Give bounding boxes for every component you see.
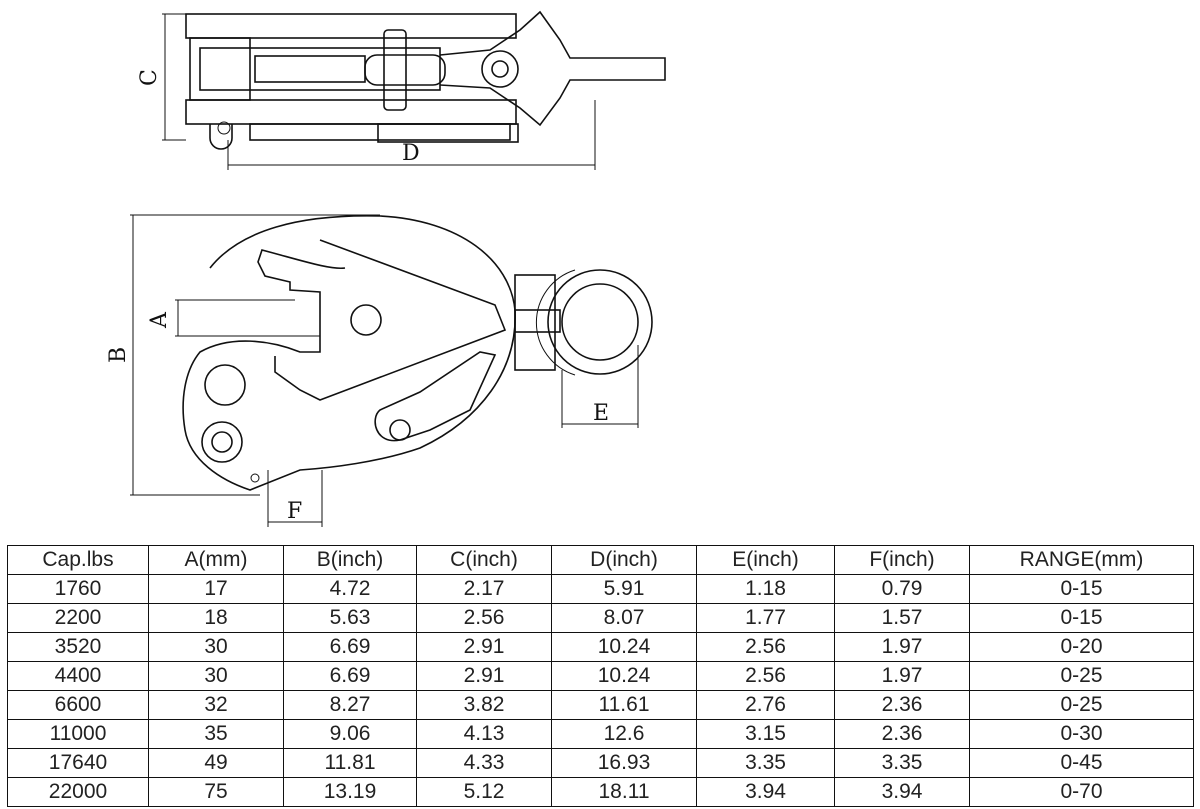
table-cell: 3.35 bbox=[696, 748, 835, 778]
table-cell: 0-25 bbox=[969, 661, 1194, 691]
table-cell: 5.12 bbox=[416, 777, 552, 807]
table-cell: 3.82 bbox=[416, 690, 552, 720]
table-cell: 2.56 bbox=[416, 603, 552, 633]
column-header: B(inch) bbox=[283, 545, 417, 575]
table-cell: 16.93 bbox=[551, 748, 697, 778]
side-view bbox=[130, 214, 653, 527]
table-cell: 5.91 bbox=[551, 574, 697, 604]
table-cell: 2.56 bbox=[696, 661, 835, 691]
table-cell: 8.27 bbox=[283, 690, 417, 720]
table-cell: 0-25 bbox=[969, 690, 1194, 720]
clamp-technical-drawing: C D A B E F bbox=[106, 10, 666, 527]
column-header: E(inch) bbox=[696, 545, 835, 575]
table-cell: 6600 bbox=[7, 690, 149, 720]
table-cell: 0.79 bbox=[834, 574, 970, 604]
dimension-label-a: A bbox=[147, 311, 172, 329]
table-cell: 13.19 bbox=[283, 777, 417, 807]
table-cell: 2.36 bbox=[834, 690, 970, 720]
table-cell: 17 bbox=[148, 574, 284, 604]
table-cell: 1.77 bbox=[696, 603, 835, 633]
table-cell: 10.24 bbox=[551, 661, 697, 691]
dimension-label-e: E bbox=[593, 401, 609, 426]
table-cell: 2.56 bbox=[696, 632, 835, 662]
table-cell: 75 bbox=[148, 777, 284, 807]
table-cell: 30 bbox=[148, 661, 284, 691]
column-header: Cap.lbs bbox=[7, 545, 149, 575]
table-cell: 18.11 bbox=[551, 777, 697, 807]
table-cell: 0-20 bbox=[969, 632, 1194, 662]
table-cell: 49 bbox=[148, 748, 284, 778]
table-cell: 1.97 bbox=[834, 632, 970, 662]
table-cell: 6.69 bbox=[283, 632, 417, 662]
table-cell: 9.06 bbox=[283, 719, 417, 749]
table-cell: 4.13 bbox=[416, 719, 552, 749]
table-cell: 2.17 bbox=[416, 574, 552, 604]
table-cell: 3520 bbox=[7, 632, 149, 662]
column-header: C(inch) bbox=[416, 545, 552, 575]
table-cell: 5.63 bbox=[283, 603, 417, 633]
table-cell: 1.57 bbox=[834, 603, 970, 633]
table-cell: 1.97 bbox=[834, 661, 970, 691]
table-cell: 0-30 bbox=[969, 719, 1194, 749]
table-cell: 11.61 bbox=[551, 690, 697, 720]
table-cell: 2.36 bbox=[834, 719, 970, 749]
table-cell: 1.18 bbox=[696, 574, 835, 604]
table-cell: 18 bbox=[148, 603, 284, 633]
dimension-label-f: F bbox=[287, 499, 302, 524]
dimension-label-b: B bbox=[106, 347, 131, 363]
top-view bbox=[162, 10, 666, 170]
dimension-label-d: D bbox=[402, 141, 420, 166]
table-cell: 0-45 bbox=[969, 748, 1194, 778]
table-cell: 3.15 bbox=[696, 719, 835, 749]
table-cell: 11.81 bbox=[283, 748, 417, 778]
table-cell: 0-15 bbox=[969, 574, 1194, 604]
table-cell: 2.76 bbox=[696, 690, 835, 720]
column-header: A(mm) bbox=[148, 545, 284, 575]
table-cell: 35 bbox=[148, 719, 284, 749]
table-cell: 8.07 bbox=[551, 603, 697, 633]
table-cell: 11000 bbox=[7, 719, 149, 749]
table-cell: 3.35 bbox=[834, 748, 970, 778]
column-header: RANGE(mm) bbox=[969, 545, 1194, 575]
table-cell: 2200 bbox=[7, 603, 149, 633]
table-cell: 3.94 bbox=[696, 777, 835, 807]
table-cell: 6.69 bbox=[283, 661, 417, 691]
table-cell: 32 bbox=[148, 690, 284, 720]
column-header: F(inch) bbox=[834, 545, 970, 575]
table-cell: 2.91 bbox=[416, 632, 552, 662]
table-cell: 12.6 bbox=[551, 719, 697, 749]
dimension-label-c: C bbox=[137, 69, 162, 86]
table-cell: 4.33 bbox=[416, 748, 552, 778]
table-cell: 2.91 bbox=[416, 661, 552, 691]
table-cell: 4400 bbox=[7, 661, 149, 691]
table-cell: 10.24 bbox=[551, 632, 697, 662]
table-cell: 22000 bbox=[7, 777, 149, 807]
table-cell: 4.72 bbox=[283, 574, 417, 604]
table-cell: 3.94 bbox=[834, 777, 970, 807]
table-cell: 17640 bbox=[7, 748, 149, 778]
table-cell: 30 bbox=[148, 632, 284, 662]
table-cell: 1760 bbox=[7, 574, 149, 604]
table-cell: 0-15 bbox=[969, 603, 1194, 633]
column-header: D(inch) bbox=[551, 545, 697, 575]
table-cell: 0-70 bbox=[969, 777, 1194, 807]
